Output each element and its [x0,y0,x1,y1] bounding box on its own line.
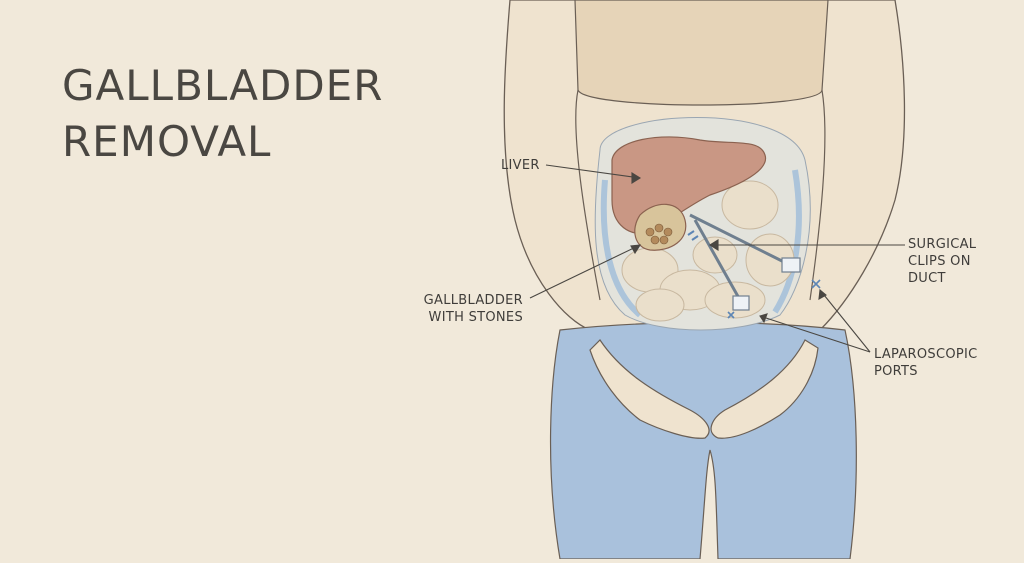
crop-top [574,0,829,106]
label-laparoscopic-ports: LAPAROSCOPIC PORTS [874,346,978,380]
label-clips-line-2: CLIPS ON [908,254,971,269]
label-liver: LIVER [501,157,540,174]
label-clips-line-1: SURGICAL [908,237,977,252]
port-marks [727,279,821,319]
laparoscopic-instruments [687,213,801,311]
diagram-title: GALLBLADDER REMOVAL [62,58,383,170]
title-line-2: REMOVAL [62,117,272,166]
label-ports-line-1: LAPAROSCOPIC [874,347,978,362]
leader-lines [529,164,905,353]
label-gallbladder: GALLBLADDER WITH STONES [411,292,523,326]
gallbladder-shape [634,203,687,251]
label-surgical-clips: SURGICAL CLIPS ON DUCT [908,236,976,287]
title-line-1: GALLBLADDER [62,61,384,110]
label-clips-line-3: DUCT [908,271,946,286]
label-ports-line-2: PORTS [874,364,918,379]
label-liver-text: LIVER [501,158,540,173]
label-gallbladder-line-1: GALLBLADDER [423,293,523,308]
hands [589,339,819,439]
label-gallbladder-line-2: WITH STONES [428,310,523,325]
